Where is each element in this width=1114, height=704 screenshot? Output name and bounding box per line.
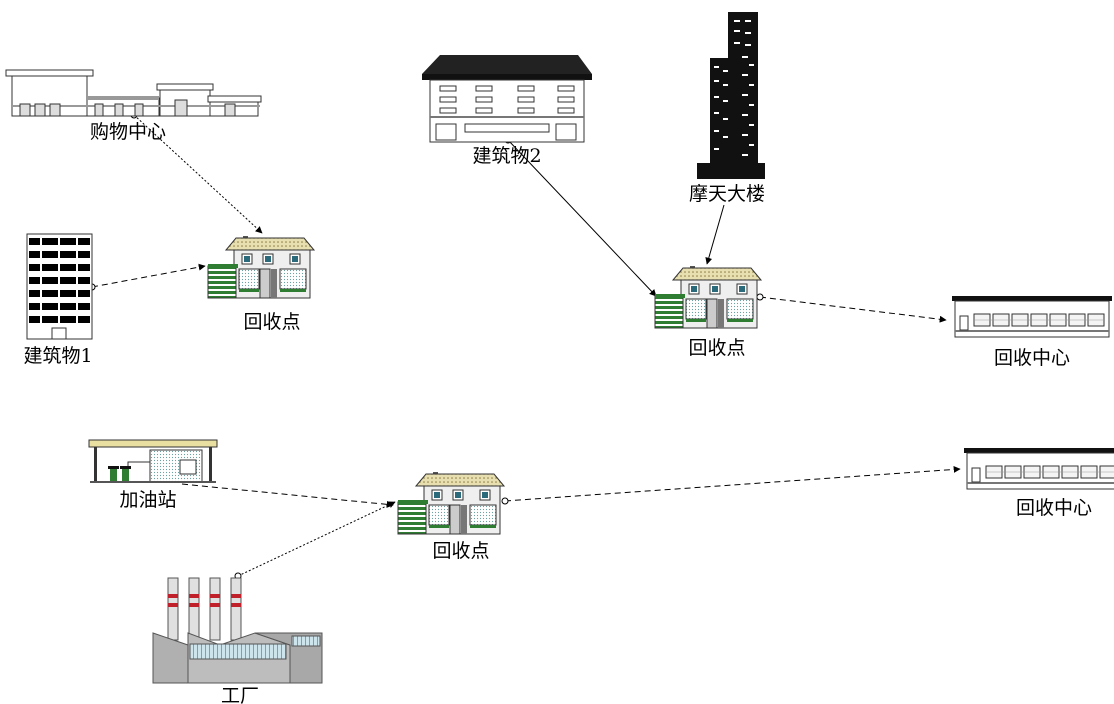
node-label: 加油站 <box>119 489 176 511</box>
house-icon <box>398 472 504 534</box>
house-icon <box>208 236 314 298</box>
edge-gas-station-to-recycle-point-3 <box>182 484 393 505</box>
edge-factory-to-recycle-point-3 <box>238 502 395 576</box>
node-building-2[interactable]: 建筑物2 <box>422 55 592 167</box>
node-gas-station[interactable]: 加油站 <box>89 440 217 511</box>
node-label: 购物中心 <box>90 121 166 143</box>
node-label: 回收中心 <box>1016 497 1092 519</box>
node-shopping-mall[interactable]: 购物中心 <box>6 70 261 143</box>
edge-skyscraper-to-recycle-point-2 <box>707 205 724 264</box>
office-building-icon <box>27 234 92 339</box>
edge-building-1-to-recycle-point-1 <box>92 266 205 287</box>
edge-recycle-point-2-to-recycle-center-1 <box>760 297 946 320</box>
node-recycle-point-3[interactable]: 回收点 <box>398 472 504 562</box>
node-label: 工厂 <box>221 685 259 704</box>
node-factory[interactable]: 工厂 <box>153 578 322 704</box>
node-label: 回收点 <box>688 337 745 359</box>
factory-icon <box>153 578 322 683</box>
node-recycle-point-2[interactable]: 回收点 <box>655 266 761 359</box>
office-building-icon <box>422 55 592 142</box>
node-label: 建筑物1 <box>23 345 92 367</box>
gas-station-icon <box>89 440 217 483</box>
node-skyscraper[interactable]: 摩天大楼 <box>689 12 765 205</box>
node-label: 建筑物2 <box>472 145 541 167</box>
shopping-mall-icon <box>6 70 261 116</box>
skyscraper-icon <box>697 12 765 179</box>
node-label: 回收中心 <box>994 347 1070 369</box>
node-label: 回收点 <box>243 311 300 333</box>
node-recycle-center-1[interactable]: 回收中心 <box>952 296 1112 369</box>
node-label: 回收点 <box>432 540 489 562</box>
node-building-1[interactable]: 建筑物1 <box>23 234 92 367</box>
warehouse-icon <box>964 448 1114 489</box>
node-label: 摩天大楼 <box>689 183 765 205</box>
house-icon <box>655 266 761 328</box>
node-recycle-center-2[interactable]: 回收中心 <box>964 448 1114 519</box>
edge-recycle-point-3-to-recycle-center-2 <box>505 469 960 501</box>
warehouse-icon <box>952 296 1112 337</box>
node-recycle-point-1[interactable]: 回收点 <box>208 236 314 333</box>
